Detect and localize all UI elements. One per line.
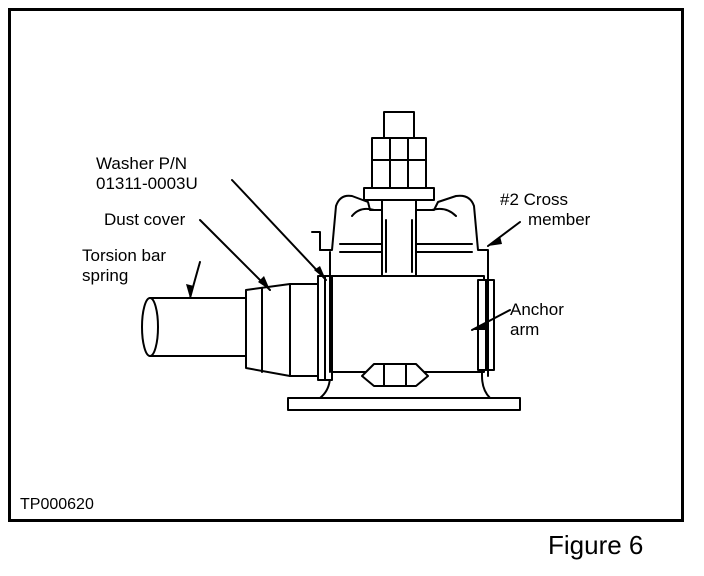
washer-leader [231, 179, 327, 281]
anchor-arm-label: Anchor arm [510, 300, 564, 340]
dust-cover-leader [199, 219, 271, 291]
lower-nut [361, 363, 429, 387]
torsion-bar-label: Torsion bar spring [82, 246, 166, 286]
washer-label-line1: Washer P/N [96, 154, 188, 173]
cross-member-label: #2 Cross member [500, 190, 590, 230]
cross-label-line2: member [528, 210, 591, 229]
washer-label: Washer P/N 01311-0003U [96, 154, 198, 194]
cross-label-line1: #2 Cross [500, 190, 569, 209]
washer [317, 275, 333, 381]
torsion-label-line1: Torsion bar [82, 246, 167, 265]
dust-cover [245, 283, 319, 377]
arrowheads [186, 236, 502, 330]
reference-code: TP000620 [20, 496, 94, 513]
torsion-bar-shaft [141, 297, 247, 357]
torsion-label-line2: spring [82, 266, 129, 285]
adjusting-bolt [363, 111, 435, 277]
anchor-label-line2: arm [510, 320, 540, 339]
washer-label-line2: 01311-0003U [96, 174, 198, 193]
anchor-label-line1: Anchor [510, 300, 564, 319]
diagram-frame [8, 8, 684, 522]
anchor-arm-body [329, 275, 495, 373]
figure-caption: Figure 6 [548, 530, 644, 560]
dust-cover-label: Dust cover [104, 210, 186, 229]
